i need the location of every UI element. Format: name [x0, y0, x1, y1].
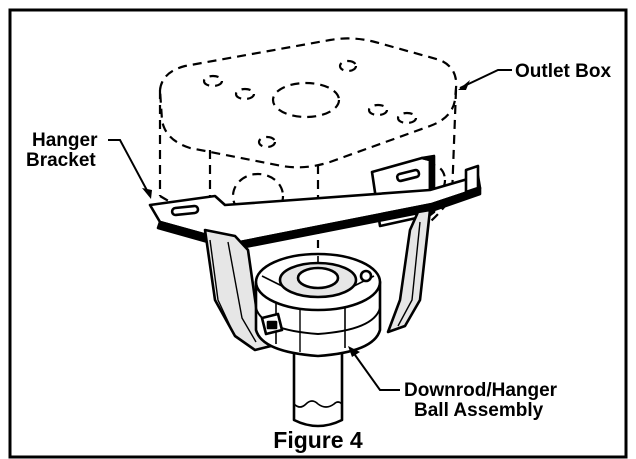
downrod-leader — [349, 347, 400, 391]
figure-caption: Figure 4 — [273, 427, 363, 453]
hanger-bracket-label-line2: Bracket — [26, 150, 96, 171]
outlet-box-label: Outlet Box — [515, 61, 611, 82]
outlet-box — [158, 37, 458, 252]
hanger-bracket — [148, 154, 482, 250]
downrod-label-line2: Ball Assembly — [414, 400, 544, 421]
downrod-label-line1: Downrod/Hanger — [404, 380, 558, 401]
outlet-box-leader — [459, 69, 512, 89]
leader-lines — [108, 69, 512, 391]
hanger-ball-assembly — [203, 208, 432, 428]
hanger-bracket-label-line1: Hanger — [32, 130, 98, 151]
hanger-bracket-leader — [108, 139, 151, 197]
leader-arrowheads — [142, 80, 470, 357]
